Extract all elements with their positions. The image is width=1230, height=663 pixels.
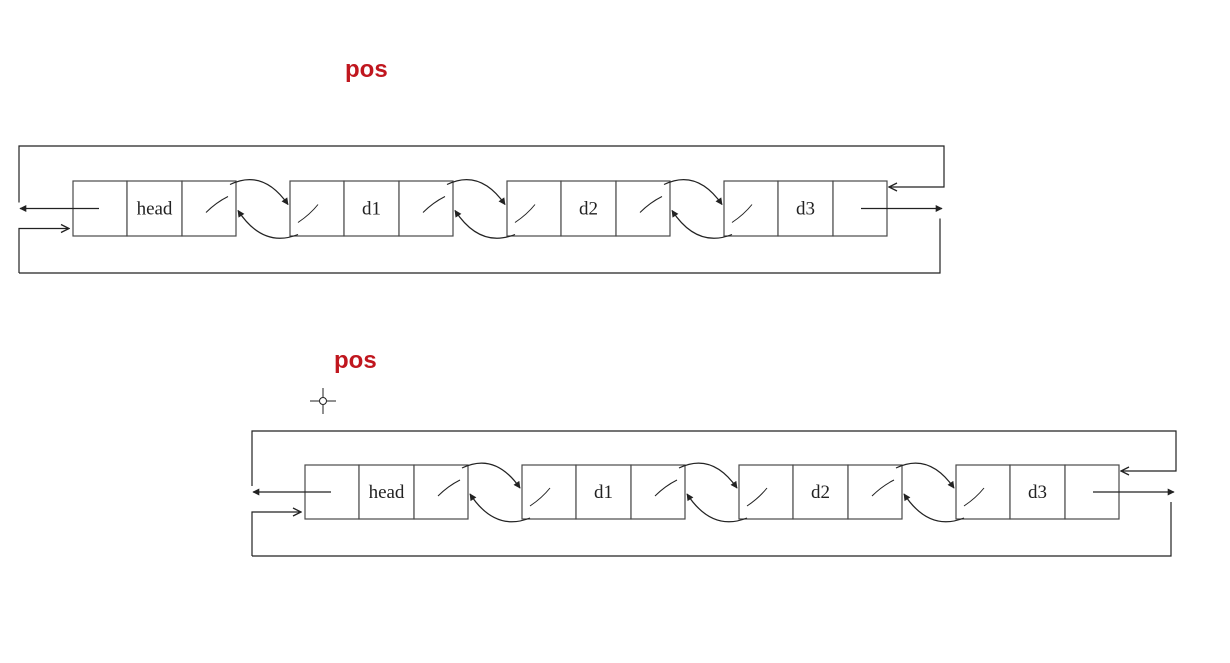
next-pointer-cell xyxy=(398,180,454,237)
crosshair-cursor-icon xyxy=(310,388,336,414)
next-link-arrow xyxy=(663,179,723,206)
next-pointer-cell xyxy=(413,464,469,520)
data-cell xyxy=(777,180,834,237)
list-node: d2 xyxy=(738,464,903,520)
data-cell xyxy=(575,464,632,520)
prev-link-stroke xyxy=(963,487,985,507)
next-link-stroke xyxy=(205,196,229,213)
linked-list-diagram: head d1 d2 d3 xyxy=(18,145,945,274)
bottom-loop-line xyxy=(252,502,1172,557)
list-node: head xyxy=(72,180,237,237)
next-pointer-cell xyxy=(615,180,671,237)
prev-pointer-cell xyxy=(506,180,562,237)
prev-pointer-cell xyxy=(738,464,794,520)
prev-link-arrow xyxy=(686,493,748,523)
pos-label: pos xyxy=(345,56,388,83)
node-label: head xyxy=(369,482,405,503)
next-link-arrow xyxy=(895,462,955,489)
data-cell xyxy=(792,464,849,520)
data-cell xyxy=(560,180,617,237)
data-cell xyxy=(343,180,400,237)
next-link-stroke xyxy=(654,479,678,497)
prev-link-stroke xyxy=(297,204,319,223)
head-to-tail-link xyxy=(18,145,945,203)
next-link-arrow xyxy=(461,462,521,489)
bottom-loop-line xyxy=(19,218,941,274)
tail-to-head-link xyxy=(251,512,301,556)
data-cell xyxy=(1009,464,1066,520)
node-label: d2 xyxy=(579,199,598,220)
tail-to-head-link xyxy=(18,229,69,273)
node-label: d3 xyxy=(796,199,815,220)
list-node: d2 xyxy=(506,180,671,237)
next-pointer-cell xyxy=(847,464,903,520)
list-node: head xyxy=(304,464,469,520)
prev-link-stroke xyxy=(514,204,536,223)
list-node: d3 xyxy=(723,180,888,237)
next-link-stroke xyxy=(639,196,663,213)
head-to-tail-link xyxy=(251,430,1177,486)
prev-pointer-cell xyxy=(955,464,1011,520)
prev-link-arrow xyxy=(454,209,516,239)
list-node: d1 xyxy=(521,464,686,520)
prev-pointer-cell xyxy=(521,464,577,520)
next-link-arrow xyxy=(446,179,506,206)
next-pointer-cell xyxy=(630,464,686,520)
node-label: d3 xyxy=(1028,482,1047,503)
prev-link-stroke xyxy=(529,487,551,507)
node-label: d2 xyxy=(811,482,830,503)
next-link-stroke xyxy=(422,196,446,213)
prev-pointer-cell xyxy=(723,180,779,237)
node-label: d1 xyxy=(594,482,613,503)
next-link-arrow xyxy=(229,179,289,206)
prev-link-arrow xyxy=(671,209,733,239)
data-cell xyxy=(358,464,415,520)
next-link-stroke xyxy=(871,479,895,497)
list-node: d1 xyxy=(289,180,454,237)
node-label: head xyxy=(137,199,173,220)
next-link-arrow xyxy=(678,462,738,489)
linked-list-diagram: head d1 d2 d3 xyxy=(251,430,1177,557)
prev-pointer-cell xyxy=(289,180,345,237)
node-label: d1 xyxy=(362,199,381,220)
prev-link-stroke xyxy=(746,487,768,507)
prev-link-arrow xyxy=(469,493,531,523)
next-pointer-cell xyxy=(181,180,237,237)
prev-link-arrow xyxy=(237,209,299,239)
next-link-stroke xyxy=(437,479,461,497)
prev-link-stroke xyxy=(731,204,753,223)
pos-label: pos xyxy=(334,347,377,374)
prev-link-arrow xyxy=(903,493,965,523)
